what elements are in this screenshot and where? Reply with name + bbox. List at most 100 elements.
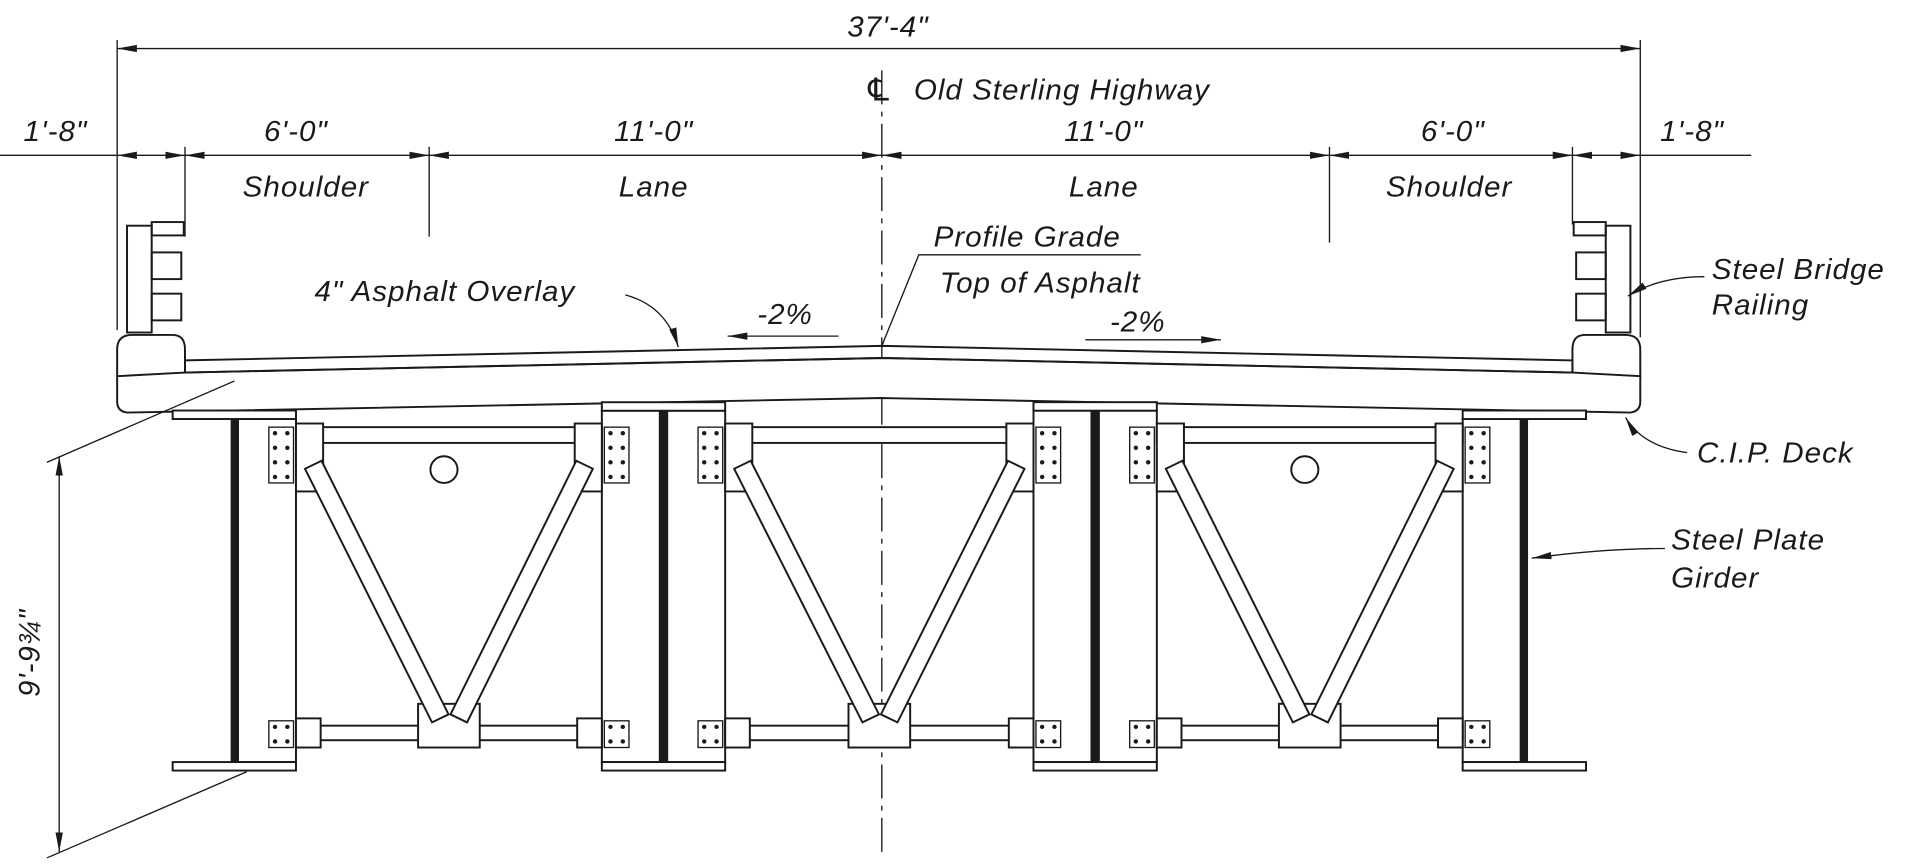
utility-hole — [429, 455, 459, 484]
bolt — [608, 474, 613, 480]
gusset-plate — [1155, 717, 1183, 749]
bolt — [1039, 460, 1045, 465]
girder-label-line1: Steel Plate — [1671, 524, 1825, 557]
bolt — [1133, 739, 1139, 744]
railing-post — [126, 224, 153, 334]
connection-plate — [237, 418, 297, 764]
cip-deck-slab — [116, 357, 1642, 414]
girder-top-flange — [600, 401, 727, 412]
bolt — [701, 474, 707, 480]
bolt — [285, 431, 290, 436]
left-barrier-width: 1'-8" — [24, 115, 88, 148]
bolt — [1145, 724, 1151, 730]
railing-rail — [1572, 221, 1607, 237]
bolt — [1469, 739, 1474, 744]
bolt — [1469, 445, 1474, 450]
bolt — [272, 724, 278, 730]
left-lane-label: Lane — [619, 171, 689, 204]
bolt — [1039, 739, 1045, 744]
right-barrier-width: 1'-8" — [1660, 115, 1724, 148]
bolt — [1481, 431, 1486, 436]
left-lane-width: 11'-0" — [614, 115, 694, 148]
bolt-group — [1129, 426, 1156, 484]
girder-top-flange — [1032, 401, 1158, 412]
bolt — [608, 739, 613, 744]
railing-rail — [150, 251, 183, 281]
bolt — [714, 724, 719, 730]
left-shoulder-width: 6'-0" — [264, 115, 328, 148]
girder-web — [230, 419, 239, 763]
gusset-plate — [1437, 717, 1464, 749]
right-bridge-railing — [1571, 221, 1642, 378]
bolt — [1052, 474, 1057, 480]
girder-web — [1091, 410, 1099, 763]
bolt — [620, 460, 626, 465]
bolt — [1133, 474, 1139, 480]
girder-top-flange — [171, 409, 297, 420]
bolt — [714, 474, 719, 480]
bolt — [1481, 739, 1486, 744]
girder-bottom-flange — [171, 761, 297, 772]
girder-web — [659, 410, 668, 763]
gusset-plate — [576, 717, 603, 749]
bolt-group — [1035, 720, 1062, 749]
railing-label-line1: Steel Bridge — [1712, 253, 1885, 286]
deck-leader — [1624, 417, 1688, 454]
bolt — [1481, 460, 1486, 465]
cross-frame-diagonal — [303, 459, 450, 724]
depth-extension-line-top — [46, 380, 235, 463]
right-lane-width: 11'-0" — [1064, 115, 1144, 148]
bolt-group — [603, 720, 630, 749]
cross-frame-diagonal — [732, 459, 881, 724]
right-lane-label: Lane — [1069, 171, 1139, 204]
centerline-label: Old Sterling Highway — [914, 74, 1211, 107]
bolt — [1469, 474, 1474, 480]
bolt — [1469, 724, 1474, 730]
railing-rail — [1575, 292, 1607, 322]
asphalt-overlay-leader — [625, 294, 679, 348]
bolt — [1481, 474, 1486, 480]
bolt — [1052, 431, 1057, 436]
asphalt-overlay-label: 4" Asphalt Overlay — [314, 275, 576, 308]
bolt — [1039, 474, 1045, 480]
bolt — [608, 431, 613, 436]
bolt — [714, 739, 719, 744]
bolt — [285, 474, 290, 480]
bolt — [1133, 431, 1139, 436]
bolt — [620, 474, 626, 480]
bolt — [1145, 474, 1151, 480]
bolt — [1469, 431, 1474, 436]
bolt — [620, 724, 626, 730]
bolt — [1481, 445, 1486, 450]
bolt — [1133, 460, 1139, 465]
cross-frame-diagonal — [1310, 459, 1455, 724]
bolt — [714, 460, 719, 465]
right-shoulder-width: 6'-0" — [1421, 115, 1485, 148]
bolt — [1039, 445, 1045, 450]
cross-slope-left: -2% — [757, 298, 813, 331]
left-bridge-railing — [116, 221, 186, 378]
bolt — [1039, 724, 1045, 730]
railing-curb — [1571, 333, 1642, 378]
top-of-asphalt-label: Top of Asphalt — [940, 267, 1142, 300]
railing-label-line2: Railing — [1712, 289, 1809, 322]
bolt — [1052, 739, 1057, 744]
bolt — [1133, 445, 1139, 450]
bolt — [608, 445, 613, 450]
cross-frame-diagonal — [449, 459, 595, 724]
bolt — [1039, 431, 1045, 436]
bolt — [620, 445, 626, 450]
bolt — [285, 724, 290, 730]
bolt — [1052, 724, 1057, 730]
cross-frame-diagonal — [1164, 459, 1311, 724]
cross-frame-top-strut — [295, 426, 603, 444]
bolt — [701, 445, 707, 450]
overall-depth-dimension: 9'-9¾" — [13, 608, 46, 697]
bolt — [272, 445, 278, 450]
railing-rail — [150, 221, 185, 237]
centerline-symbol: ℄ — [867, 72, 890, 109]
gusset-plate — [295, 717, 322, 749]
bolt-group — [1129, 720, 1156, 749]
bolt — [714, 431, 719, 436]
bolt — [285, 739, 290, 744]
